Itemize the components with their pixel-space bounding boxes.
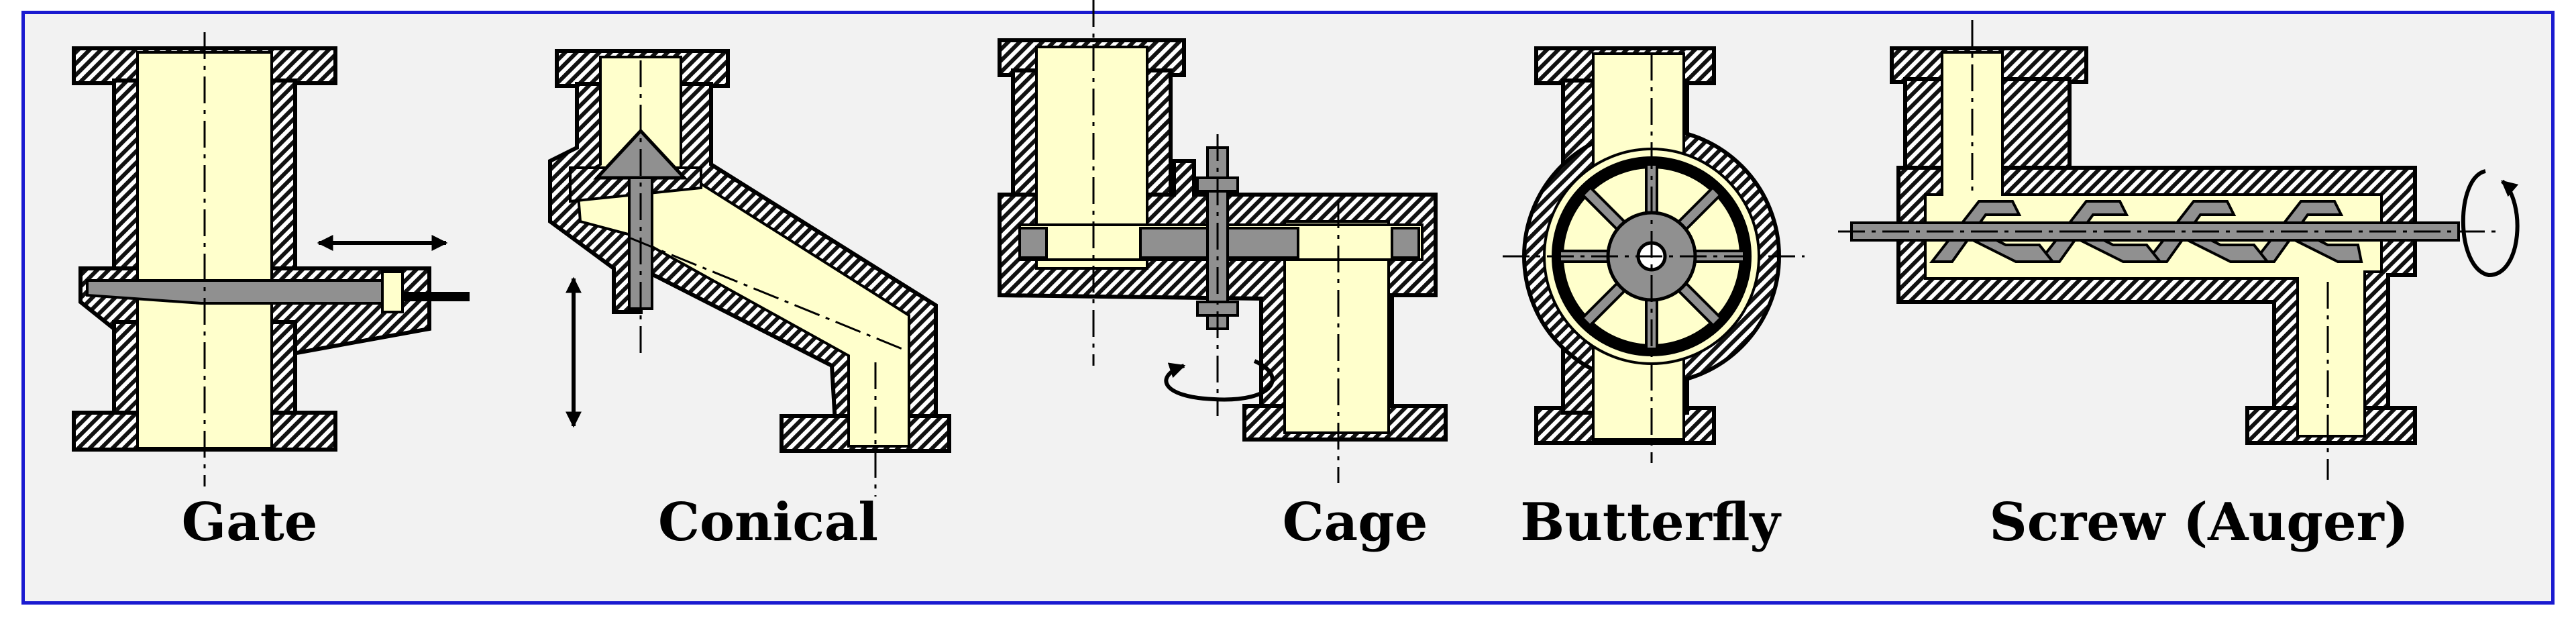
label-cage: Cage: [1282, 492, 1428, 553]
butterfly-valve: [1503, 46, 1805, 463]
label-butterfly: Butterfly: [1520, 492, 1780, 553]
screw-auger-valve: [1838, 20, 2520, 480]
conical-valve: [548, 49, 951, 497]
label-conical: Conical: [657, 492, 879, 553]
cage-valve: [998, 0, 1448, 483]
label-gate: Gate: [181, 492, 318, 553]
gate-valve: [72, 32, 470, 486]
label-screw-auger: Screw (Auger): [1989, 492, 2409, 553]
